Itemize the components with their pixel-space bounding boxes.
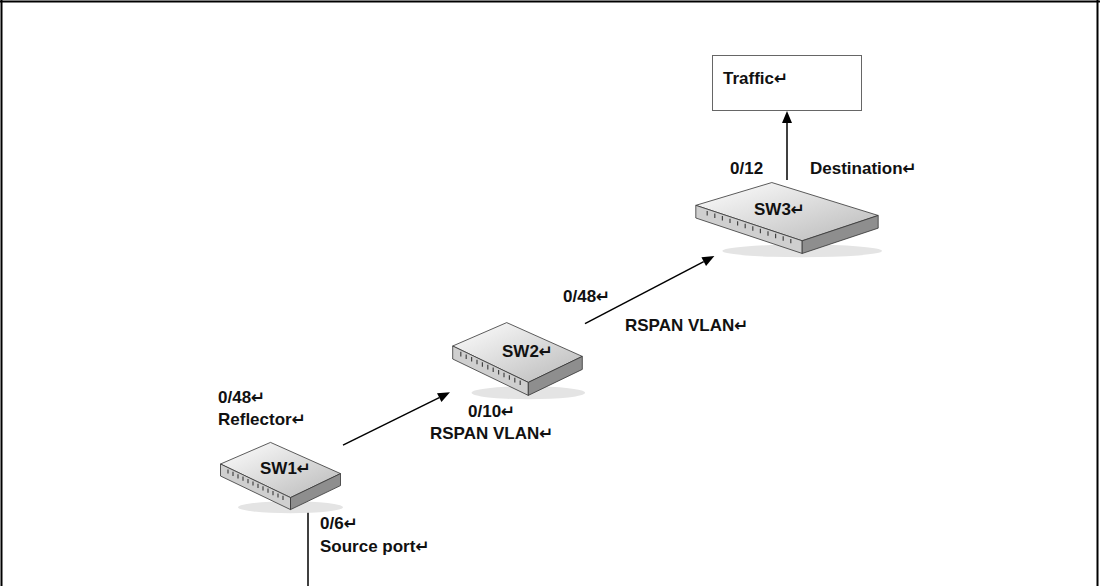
port-label: Source port↵	[320, 537, 430, 557]
traffic-box: Traffic↵	[712, 55, 862, 111]
port-label: RSPAN VLAN↵	[625, 316, 749, 336]
port-label: Destination↵	[810, 159, 917, 179]
connector	[786, 123, 788, 180]
box-title: Traffic↵	[723, 69, 788, 89]
switch-name: SW1↵	[260, 459, 311, 479]
arrowhead	[782, 111, 792, 123]
port-label: Reflector↵	[218, 410, 306, 430]
switch: SW1↵	[218, 440, 343, 512]
switch: SW2↵	[450, 320, 585, 398]
connector	[343, 398, 439, 446]
port-number: 0/6↵	[320, 514, 358, 534]
frame-line	[1097, 0, 1099, 586]
port-number: 0/12	[730, 159, 763, 179]
frame-line	[1, 0, 3, 586]
switch: SW3↵	[692, 180, 882, 256]
port-label: RSPAN VLAN↵	[430, 424, 554, 444]
port-number: 0/10↵	[468, 402, 515, 422]
port-number: 0/48↵	[563, 287, 610, 307]
port-number: 0/48↵	[218, 388, 265, 408]
source-wire	[307, 512, 309, 586]
switch-name: SW3↵	[754, 200, 805, 220]
switch-name: SW2↵	[502, 342, 553, 362]
frame-line	[0, 1, 1100, 3]
